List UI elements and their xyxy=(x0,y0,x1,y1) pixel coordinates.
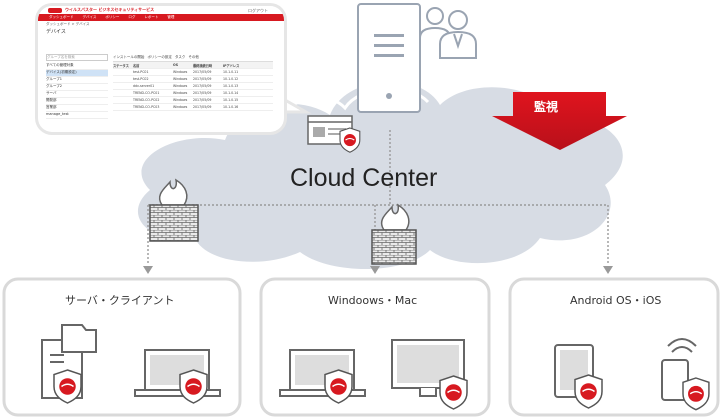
table-cell: Windows xyxy=(173,70,188,74)
table-cell: 2017/05/09 xyxy=(193,98,212,102)
tree-item[interactable]: 営業部 xyxy=(46,105,108,112)
group-tree: グループ名を検索 すべての管理対象 デバイス(初期設定) グループ1 グループ2… xyxy=(46,54,108,119)
table-cell: 2017/05/09 xyxy=(193,91,212,95)
column-header[interactable]: 最終接続日時 xyxy=(193,63,213,68)
table-cell: Windows xyxy=(173,77,188,81)
firewall-icon xyxy=(149,178,199,242)
column-header[interactable]: ステータス xyxy=(113,63,129,68)
tree-item[interactable]: グループ2 xyxy=(46,84,108,91)
table-cell: test-PC02 xyxy=(133,77,149,81)
group-search-input[interactable]: グループ名を検索 xyxy=(46,54,108,61)
category-label-windows-mac: Windoows・Mac xyxy=(328,294,418,307)
brand-logo xyxy=(48,7,62,13)
tree-item[interactable]: サーバ xyxy=(46,91,108,98)
table-cell: 10.1.0.12 xyxy=(223,77,239,81)
console-nav: ダッシュボード デバイス ポリシー ログ レポート 管理 xyxy=(38,14,284,21)
table-row[interactable]: TREND-CO-PC01 Windows 2017/05/09 10.1.0.14 xyxy=(113,90,273,97)
table-cell: 2017/05/09 xyxy=(193,70,212,74)
nav-item[interactable]: 管理 xyxy=(167,15,175,19)
breadcrumb: ダッシュボード > デバイス xyxy=(46,22,90,26)
nav-item[interactable]: デバイス xyxy=(82,15,97,19)
column-header[interactable]: OS xyxy=(173,63,179,67)
smartphone-icon xyxy=(661,338,697,401)
table-cell: 2017/05/09 xyxy=(193,105,212,109)
monitoring-label: 監視 xyxy=(534,100,559,114)
tree-item[interactable]: デバイス(初期設定) xyxy=(46,70,108,77)
firewall-icon xyxy=(371,203,417,265)
table-row[interactable]: test-PC01 Windows 2017/05/09 10.1.0.11 xyxy=(113,69,273,76)
cloud-center-label: Cloud Center xyxy=(290,164,438,192)
tree-item[interactable]: manage_test xyxy=(46,112,108,119)
table-cell: TREND-CO-PC02 xyxy=(133,98,160,102)
connector-arrowheads xyxy=(143,266,613,274)
trend-shield-icon xyxy=(324,369,353,404)
table-row[interactable]: TREND-CO-PC02 Windows 2017/05/09 10.1.0.15 xyxy=(113,97,273,104)
toolbar-button[interactable]: ポリシーの設定 xyxy=(147,55,172,59)
category-label-mobile: Android OS・iOS xyxy=(570,294,662,307)
console-header: ウイルスバスター ビジネスセキュリティサービス xyxy=(38,6,284,14)
server-icon xyxy=(357,3,421,113)
table-row[interactable]: test-PC02 Windows 2017/05/09 10.1.0.12 xyxy=(113,76,273,83)
table-cell: 10.1.0.13 xyxy=(223,84,239,88)
table-cell: 10.1.0.11 xyxy=(223,70,239,74)
nav-item[interactable]: ログ xyxy=(128,15,136,19)
table-cell: 2017/05/09 xyxy=(193,84,212,88)
logout-link[interactable]: ログアウト xyxy=(248,8,268,13)
trend-shield-icon xyxy=(682,377,710,411)
table-cell: TREND-CO-PC03 xyxy=(133,105,160,109)
table-row[interactable]: TREND-CO-PC03 Windows 2017/05/09 10.1.0.16 xyxy=(113,104,273,111)
table-cell: 10.1.0.14 xyxy=(223,91,239,95)
nav-item[interactable]: レポート xyxy=(144,15,159,19)
trend-shield-icon xyxy=(574,374,603,409)
page-title: デバイス xyxy=(46,29,66,35)
trend-shield-icon xyxy=(339,127,361,153)
tree-item[interactable]: 開発部 xyxy=(46,98,108,105)
table-cell: 10.1.0.16 xyxy=(223,105,239,109)
toolbar-button[interactable]: インストールの開始 xyxy=(113,55,145,59)
tree-item[interactable]: すべての管理対象 xyxy=(46,63,108,70)
trend-shield-icon xyxy=(53,369,82,404)
table-cell: Windows xyxy=(173,84,188,88)
table-header-row: ステータス 名前 OS 最終接続日時 IPアドレス xyxy=(113,62,273,69)
nav-item[interactable]: ポリシー xyxy=(105,15,120,19)
column-header[interactable]: 名前 xyxy=(133,63,140,68)
table-cell: 10.1.0.15 xyxy=(223,98,239,102)
table-cell: 2017/05/09 xyxy=(193,77,212,81)
table-cell: Windows xyxy=(173,91,188,95)
monitoring-arrow xyxy=(492,92,627,150)
trend-shield-icon xyxy=(179,369,208,404)
table-row[interactable]: ddv-server01 Windows 2017/05/09 10.1.0.13 xyxy=(113,83,273,90)
device-table: インストールの開始 ポリシーの設定 タスク その他 ステータス 名前 OS 最終… xyxy=(113,54,273,111)
table-cell: ddv-server01 xyxy=(133,84,155,88)
table-toolbar: インストールの開始 ポリシーの設定 タスク その他 xyxy=(113,54,273,62)
column-header[interactable]: IPアドレス xyxy=(223,63,240,68)
administrator-users-icon xyxy=(419,7,477,59)
toolbar-button[interactable]: タスク xyxy=(174,55,186,59)
table-cell: Windows xyxy=(173,98,188,102)
table-cell: Windows xyxy=(173,105,188,109)
trend-shield-icon xyxy=(439,375,468,410)
table-cell: test-PC01 xyxy=(133,70,149,74)
category-label-servers: サーバ・クライアント xyxy=(65,294,175,307)
table-cell: TREND-CO-PC01 xyxy=(133,91,160,95)
tree-item[interactable]: グループ1 xyxy=(46,77,108,84)
console-screenshot: ウイルスバスター ビジネスセキュリティサービス ログアウト ダッシュボード デバ… xyxy=(38,6,284,132)
toolbar-button[interactable]: その他 xyxy=(188,55,199,59)
nav-item[interactable]: ダッシュボード xyxy=(49,15,74,19)
console-title: ウイルスバスター ビジネスセキュリティサービス xyxy=(65,7,155,12)
